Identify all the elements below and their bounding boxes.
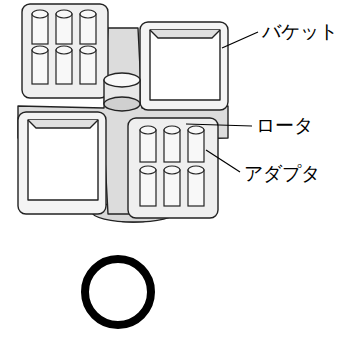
tube-cap	[188, 166, 204, 174]
tube-cap	[80, 10, 96, 18]
tube-cap	[56, 10, 72, 18]
tube	[188, 130, 204, 162]
rotor-hub-top	[104, 73, 140, 87]
tube	[164, 170, 180, 206]
tube-cap	[56, 46, 72, 54]
tube	[164, 130, 180, 162]
part-name: アダプタ	[244, 162, 320, 185]
leader-line	[222, 32, 258, 48]
tube-cap	[164, 166, 180, 174]
tubes	[32, 10, 96, 84]
tube-cap	[164, 126, 180, 134]
tube-cap	[140, 126, 156, 134]
bucket-wall	[150, 30, 220, 38]
rotor-hub-bottom	[104, 97, 140, 111]
tube	[56, 50, 72, 84]
tube	[140, 130, 156, 162]
bucket-wall	[28, 120, 98, 128]
tube	[32, 50, 48, 84]
adapter	[22, 4, 108, 98]
leader-line	[206, 150, 240, 172]
part-name: ロータ	[256, 114, 313, 137]
tube-cap	[32, 10, 48, 18]
tube	[80, 50, 96, 84]
part-name: バケット	[262, 20, 338, 43]
bucket-opening	[28, 120, 98, 200]
bucket	[140, 22, 228, 110]
bucket	[18, 112, 106, 214]
tube-cap	[32, 46, 48, 54]
ok-circle-symbol	[85, 259, 151, 325]
tube-cap	[140, 166, 156, 174]
adapter	[128, 118, 218, 218]
bucket-opening	[150, 30, 220, 100]
tube-cap	[80, 46, 96, 54]
tube	[140, 170, 156, 206]
tubes	[140, 126, 204, 206]
leader-line	[186, 124, 252, 126]
tube-cap	[188, 126, 204, 134]
tube	[188, 170, 204, 206]
